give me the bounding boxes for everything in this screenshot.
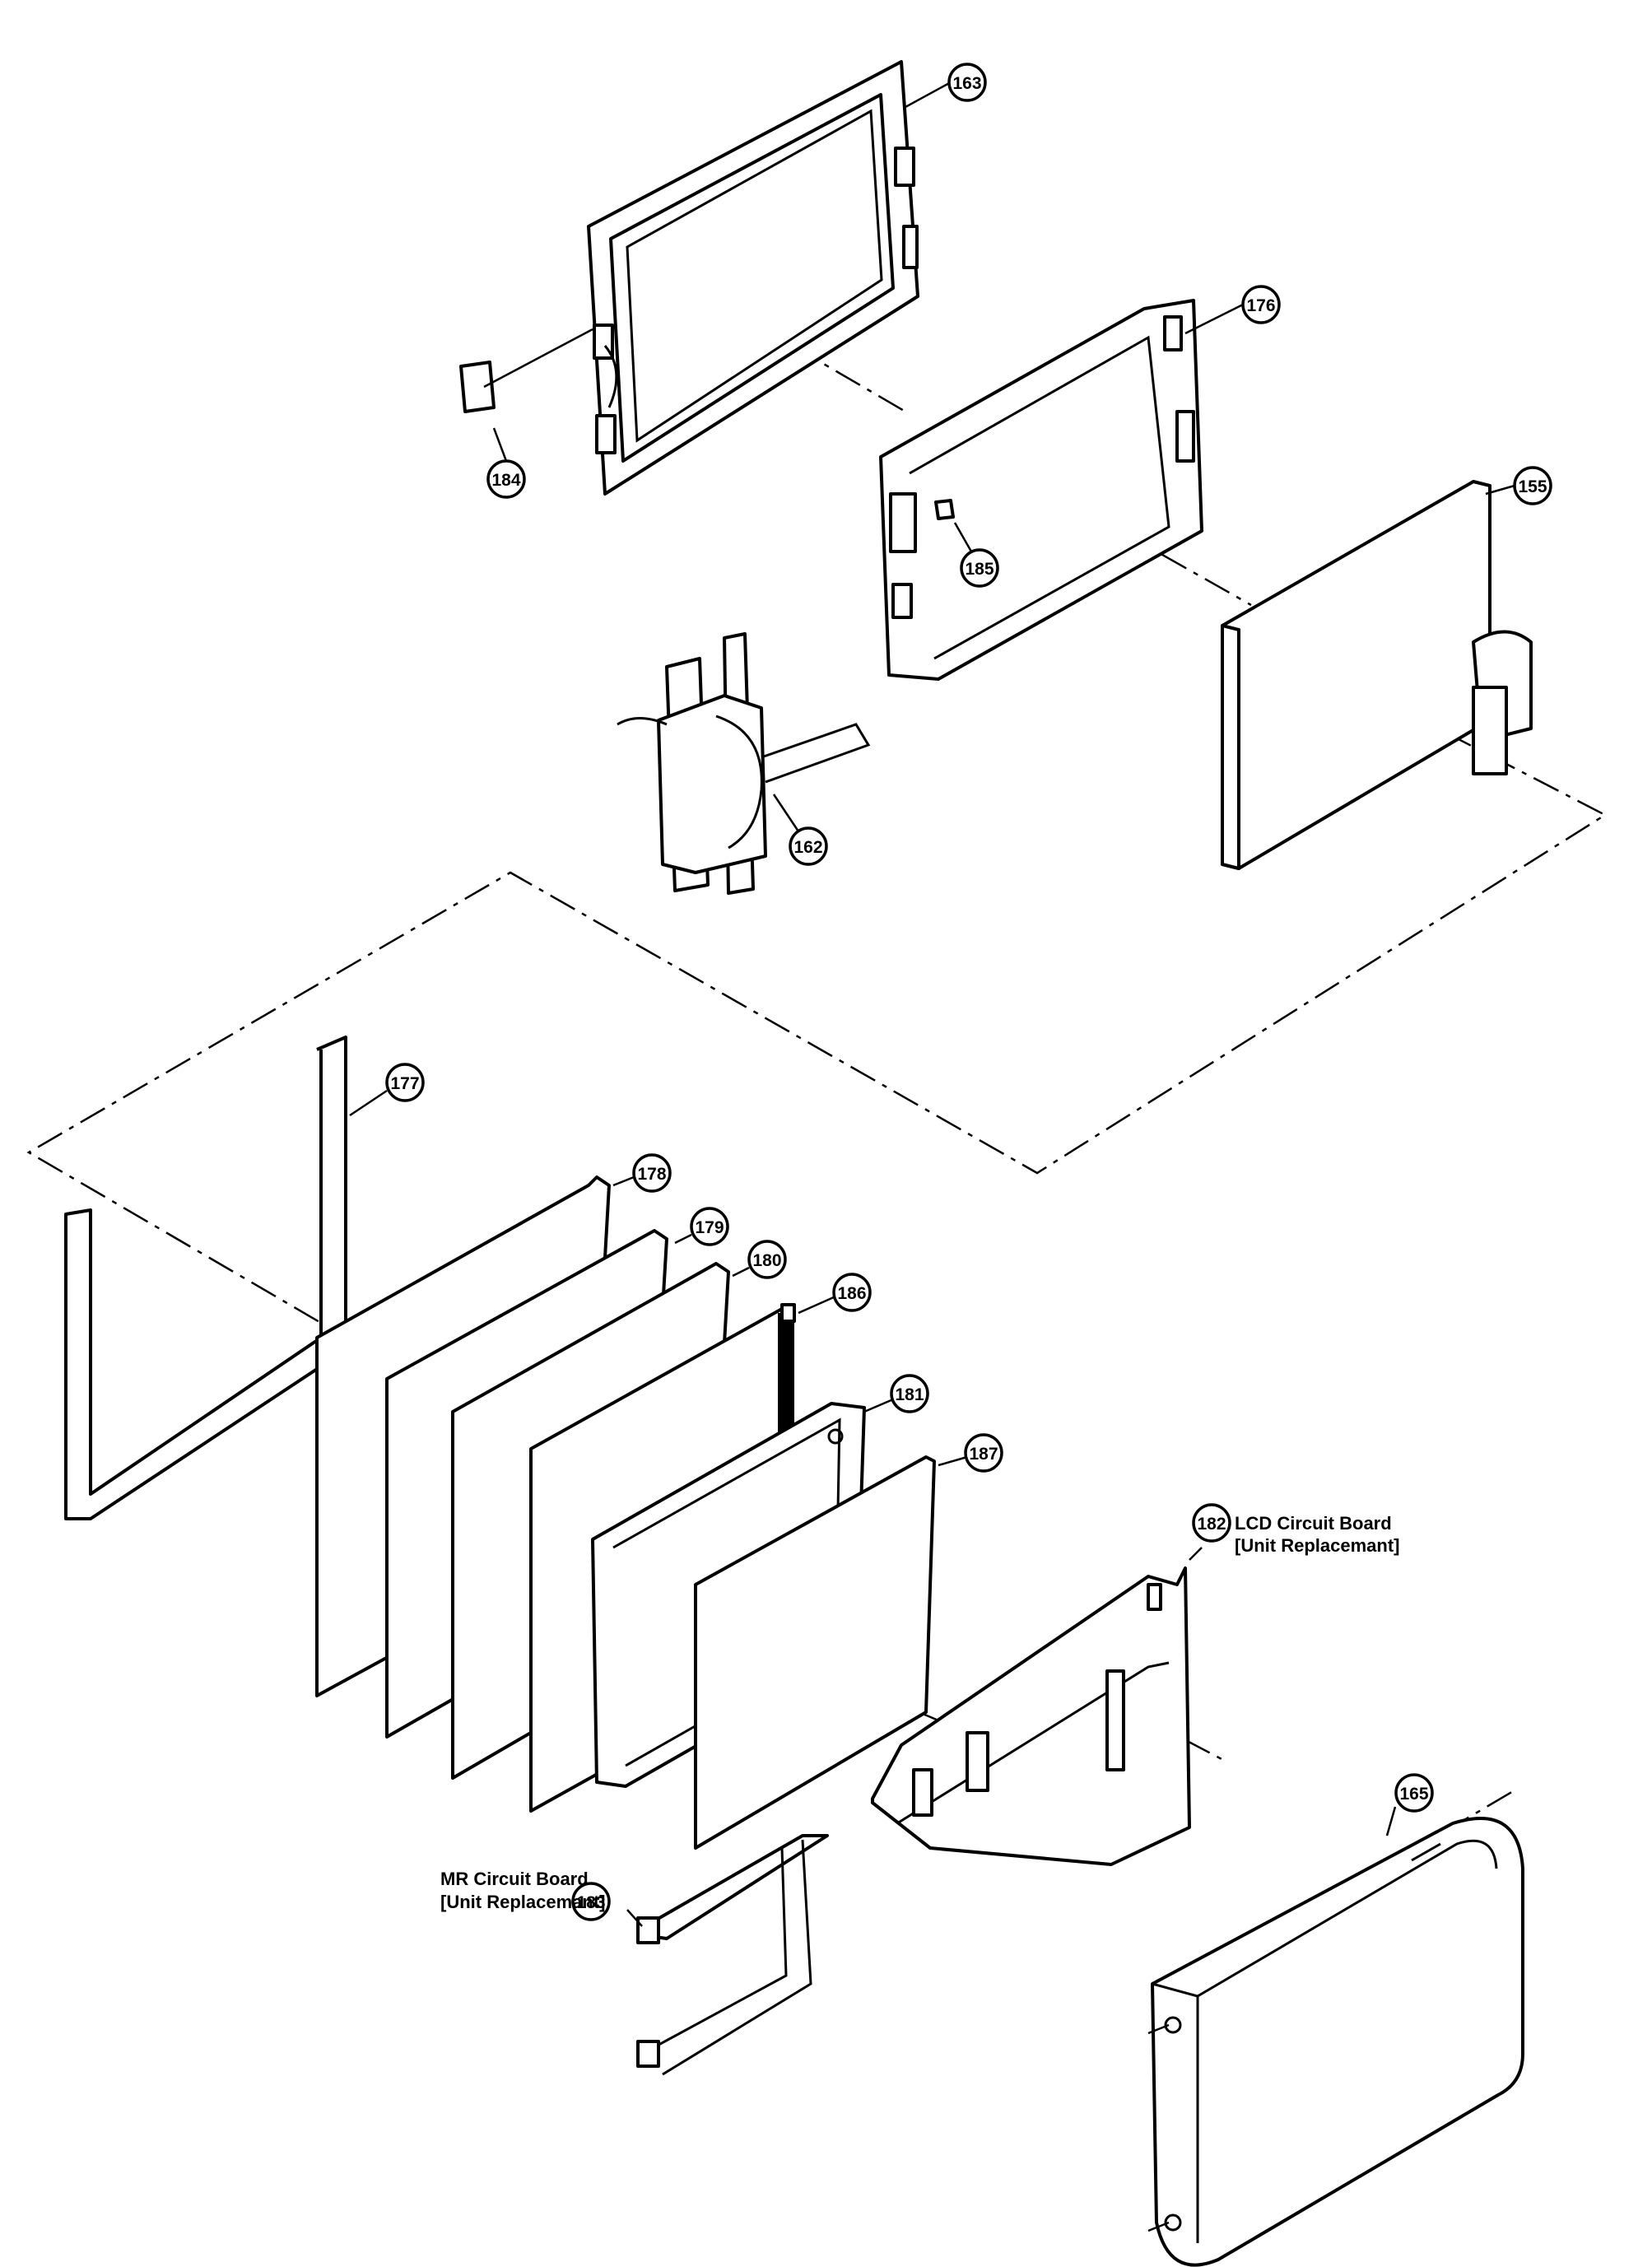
callout-178: 178	[632, 1153, 672, 1193]
svg-text:179: 179	[695, 1218, 724, 1237]
mr-board-note: [Unit Replacemant]	[440, 1892, 605, 1912]
callout-182-lcd-board: 182 LCD Circuit Board [Unit Replacemant]	[1192, 1503, 1399, 1556]
svg-text:183: 183	[576, 1893, 605, 1912]
svg-text:162: 162	[793, 838, 822, 857]
callout-185: 185	[960, 548, 999, 588]
callout-155: 155	[1513, 466, 1552, 505]
lcd-board-note: [Unit Replacemant]	[1235, 1535, 1399, 1556]
lcd-circuit-board	[871, 1566, 1191, 1866]
callout-186: 186	[832, 1273, 872, 1312]
callout-181: 181	[890, 1374, 929, 1413]
callout-162: 162	[789, 826, 828, 866]
callout-179: 179	[690, 1207, 729, 1246]
mr-circuit-board	[636, 1834, 829, 2076]
svg-text:186: 186	[837, 1284, 866, 1303]
svg-text:181: 181	[895, 1385, 924, 1404]
small-sheet-part	[459, 328, 593, 413]
lcd-metal-frame	[879, 299, 1203, 681]
svg-text:185: 185	[965, 560, 994, 579]
callout-187: 187	[964, 1433, 1003, 1473]
lcd-panel	[1221, 480, 1533, 870]
backlight-assembly	[617, 632, 871, 895]
svg-text:177: 177	[390, 1074, 419, 1093]
connector-strip	[778, 1303, 796, 1445]
mr-board-label: MR Circuit Board	[440, 1869, 589, 1889]
callout-184: 184	[486, 459, 526, 499]
svg-text:182: 182	[1197, 1515, 1226, 1534]
lcd-board-label: LCD Circuit Board	[1235, 1513, 1392, 1534]
svg-text:187: 187	[969, 1445, 998, 1464]
callout-183-mr-board: 183 MR Circuit Board [Unit Replacemant]	[440, 1869, 611, 1921]
svg-text:176: 176	[1246, 296, 1275, 315]
gasket-frame	[64, 1036, 347, 1520]
front-bezel-frame	[587, 60, 919, 496]
rear-cover	[1147, 1817, 1524, 2267]
svg-text:165: 165	[1399, 1785, 1428, 1804]
callout-leaders	[349, 81, 1515, 1927]
callout-177: 177	[385, 1063, 425, 1102]
callout-180: 180	[747, 1240, 787, 1279]
reflector-sheet	[694, 1455, 936, 1850]
svg-text:184: 184	[491, 471, 520, 490]
svg-text:155: 155	[1518, 477, 1547, 496]
callout-163: 163	[947, 63, 987, 102]
callout-165: 165	[1394, 1773, 1434, 1813]
callout-176: 176	[1241, 285, 1281, 324]
svg-text:178: 178	[637, 1165, 666, 1184]
svg-text:180: 180	[752, 1251, 781, 1270]
svg-text:163: 163	[952, 74, 981, 93]
